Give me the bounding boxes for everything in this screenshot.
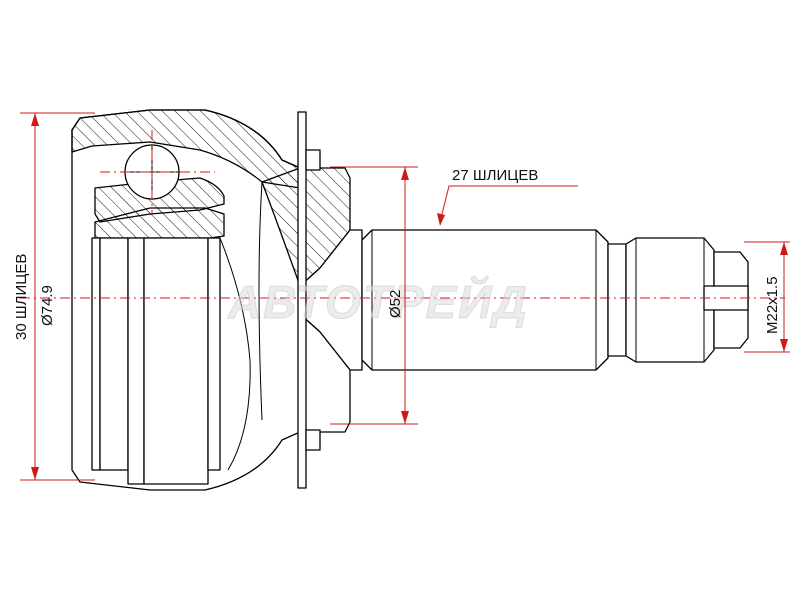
spline-shaft xyxy=(361,229,609,371)
shaft xyxy=(361,229,749,371)
housing-band-1 xyxy=(91,237,101,471)
housing-lower-curve xyxy=(219,237,251,471)
shaft-splines-label: 27 ШЛИЦЕВ xyxy=(452,167,538,184)
watermark: АВТОТРЕЙД xyxy=(227,276,529,328)
shaft-splines-leader: 27 ШЛИЦЕВ xyxy=(437,167,578,226)
housing-splines-label: 30 ШЛИЦЕВ xyxy=(13,254,30,340)
flange-ring xyxy=(297,111,307,489)
thread-dimension: M22x1.5 xyxy=(744,241,790,353)
housing-band-5 xyxy=(207,237,221,471)
housing-band-3 xyxy=(127,237,145,485)
thread-section xyxy=(625,237,715,363)
housing-band-2 xyxy=(99,237,129,471)
shaft-diameter-dimension: Ø52 xyxy=(330,166,418,425)
thread-label: M22x1.5 xyxy=(764,276,781,334)
housing-band-4 xyxy=(143,237,209,485)
housing-diameter-dimension: 30 ШЛИЦЕВ Ø74.9 xyxy=(13,112,95,481)
shaft-step xyxy=(607,243,627,357)
shaft-diameter-label: Ø52 xyxy=(387,290,404,318)
neck xyxy=(261,111,363,489)
bell-housing xyxy=(71,109,301,491)
housing-diameter-label: Ø74.9 xyxy=(39,285,56,326)
